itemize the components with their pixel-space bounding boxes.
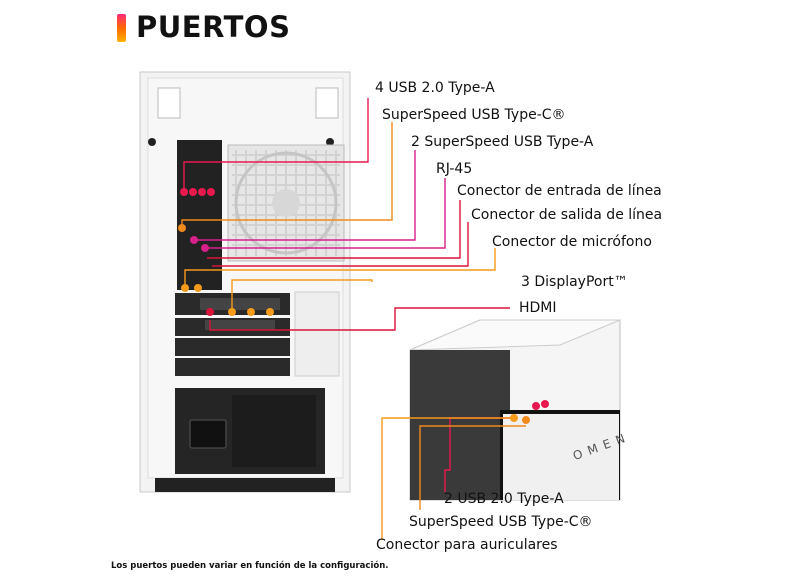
label-usb2-rear: 4 USB 2.0 Type-A	[375, 80, 495, 96]
label-usbc-front: SuperSpeed USB Type-C®	[409, 514, 593, 530]
label-hdmi: HDMI	[519, 300, 557, 316]
footnote: Los puertos pueden variar en función de …	[111, 561, 389, 571]
rear-tower	[139, 71, 351, 493]
title-accent-bar	[117, 14, 126, 42]
label-usb2-front: 2 USB 2.0 Type-A	[444, 491, 564, 507]
port-dots	[178, 188, 549, 424]
leader-lines	[181, 98, 526, 540]
label-mic: Conector de micrófono	[492, 234, 652, 250]
label-usb-superspeed: 2 SuperSpeed USB Type-A	[411, 134, 594, 150]
label-rj45: RJ-45	[436, 161, 473, 177]
label-line-in: Conector de entrada de línea	[457, 183, 662, 199]
label-usbc-rear: SuperSpeed USB Type-C®	[382, 107, 566, 123]
label-headphone: Conector para auriculares	[376, 537, 558, 553]
label-displayport: 3 DisplayPort™	[521, 274, 628, 290]
front-case: OMEN	[409, 319, 632, 501]
page-title: PUERTOS	[136, 10, 291, 44]
label-line-out: Conector de salida de línea	[471, 207, 663, 223]
